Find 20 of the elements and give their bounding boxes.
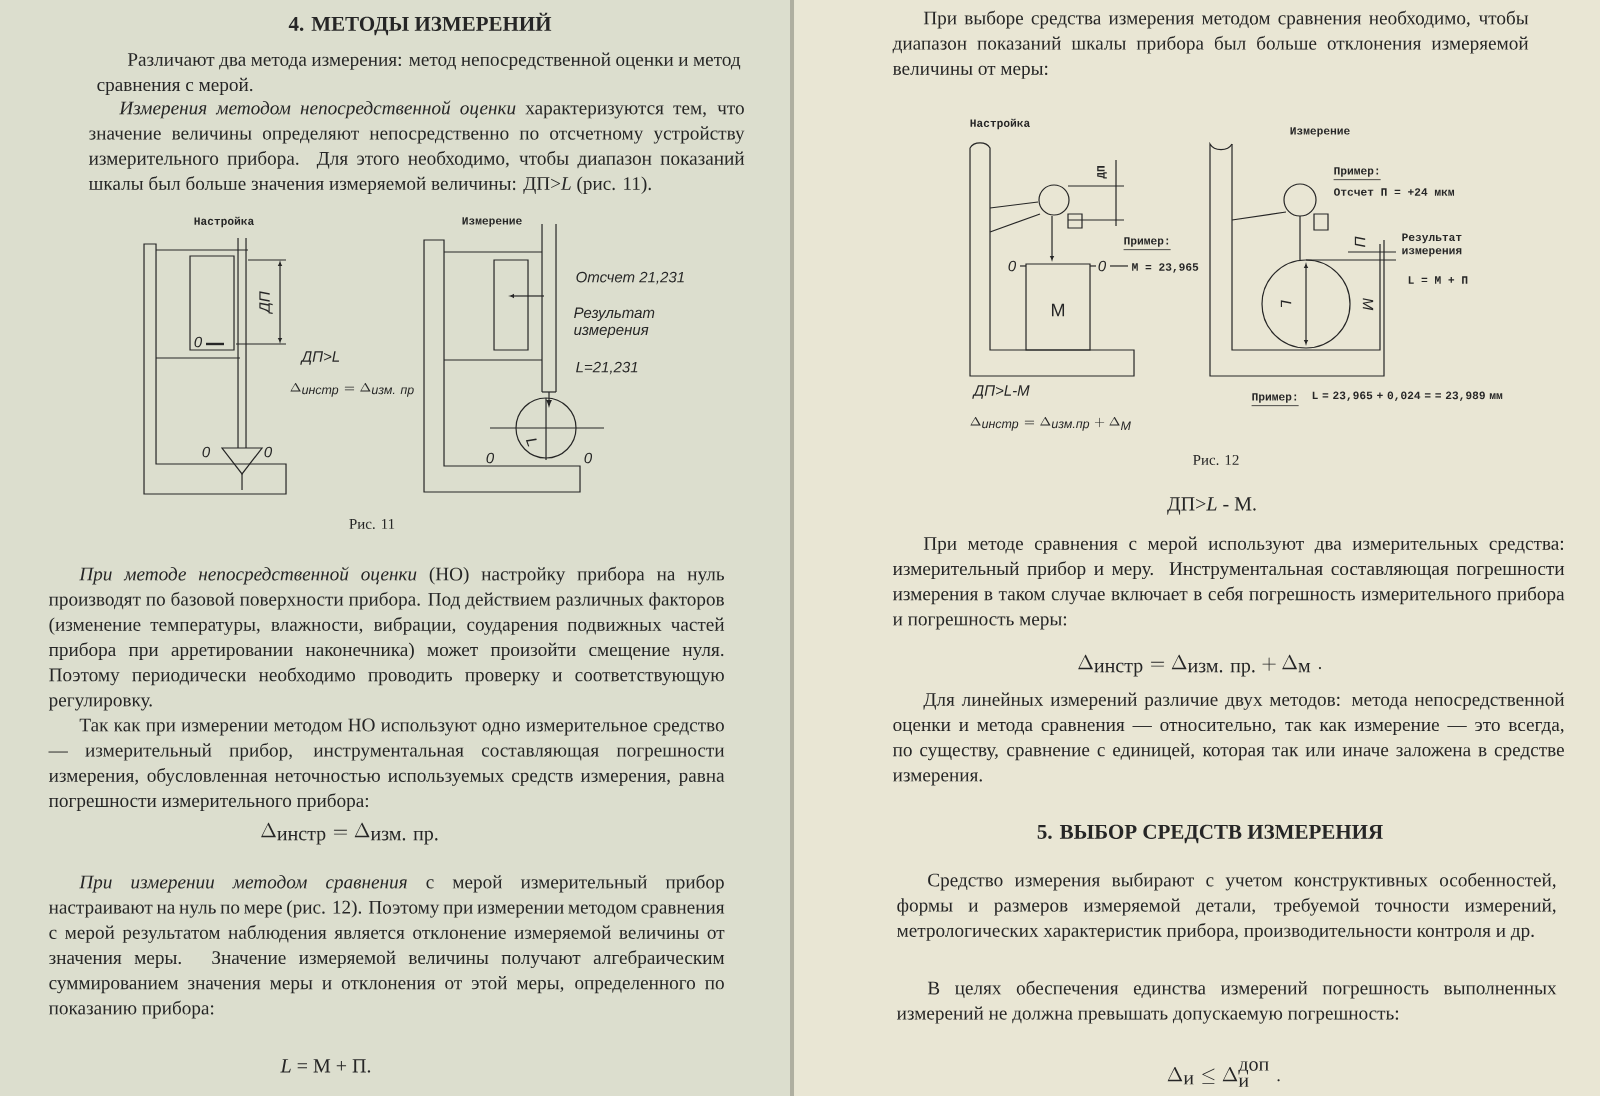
drawing-label: М — [1052, 303, 1065, 317]
paragraph: Для линейных измерений различие двух методов: метода непосредственной оценки и метода сравнения — относительно, так как измерение — это всегда, по существу, сравнение с единицей, которая так или иначе заложена в средстве измерения. — [892, 692, 1565, 786]
section-heading: 5. ВЫБОР СРЕДСТВ ИЗМЕРЕНИЯ — [1037, 824, 1383, 844]
formula-text: $\Delta_{\mbox{инстр}} = \Delta_{\mbox{изм. пр.}}$ — [261, 822, 438, 845]
paragraph: Различают два метода измерения: метод непосредственной оценки и метод сравнения с мерой. — [97, 52, 741, 95]
formula-text: $\Delta_{\mbox{инстр}} = \Delta_{\mbox{изм. пр.}} + \Delta_{\mbox{м}}\;.$ — [1078, 654, 1321, 677]
formula-text: L = М + П. — [280, 1059, 371, 1073]
paragraph: Так как при измерении методом НО используют одно измерительное средство — измерительный прибор, инструментальная составляющая погрешности измерения, обусловленная неточностью используемых средств измерения, равна погрешности измерительного прибора: — [48, 718, 725, 811]
formula-text: $\Delta_{\mbox{и}} \leq \Delta_{\mbox{и}}^{\mbox{доп}}\;.$ — [1167, 1061, 1280, 1087]
formula-text: ДП>L - М. — [1167, 497, 1256, 515]
drawing-label: $\Delta_{\mbox{инстр}}=\Delta_{\mbox{изм. пр}}$ — [290, 382, 414, 397]
paragraph: В целях обеспечения единства измерений погрешность выполненных измерений не должна превышать допускаемую погрешность: — [896, 980, 1557, 1024]
paragraph: При измерении методом сравнения с мерой измерительный прибор настраивают на нуль по мере (рис. 12). Поэтому при измерении методом сравнения с мерой результатом наблюдения является отклонение измеряемой величины от значения меры. Значение измеряемой величины получают алгебраическим суммированием значения меры и отклонения от этой меры, определенного по показанию прибора: — [48, 874, 725, 1019]
paragraph: При выборе средства измерения методом сравнения необходимо, чтобы диапазон показаний шкалы прибора был больше отклонения измеряемой величины от меры: — [892, 10, 1529, 79]
paragraph: Средство измерения выбирают с учетом конструктивных особенностей, формы и размеров измеряемой детали, требуемой точности измерений, метрологических характеристик прибора, производительности контроля и др. — [897, 872, 1556, 941]
paragraph: Измерения методом непосредственной оценки характеризуются тем, что значение величины определяют непосредственно по отсчетному устройству измерительного прибора. Для этого необходимо, чтобы диапазон показаний шкалы был больше значения измеряемой величины: ДП>L (рис. 11). — [88, 100, 745, 194]
paragraph: При методе сравнения с мерой используют два измерительных средства: измерительный прибор и меру. Инструментальная составляющая погрешности измерения в таком случае включает в себя погрешность измерительного прибора и погрешность меры: — [892, 536, 1565, 630]
section-heading: 4. МЕТОДЫ ИЗМЕРЕНИЙ — [288, 12, 552, 36]
drawing-label: $\Delta_{\mbox{инстр}}=\Delta_{\mbox{изм.пр}}+\Delta_{\mbox{М}}$ — [970, 416, 1131, 431]
paragraph: При методе непосредственной оценки (НО) настройку прибора на нуль производят по базовой поверхности прибора. Под действием различных факторов (изменение температуры, влажности, вибрации, соударения подвижных частей прибора при арретировании наконечника) может произойти смещение нуля. Поэтому периодически необходимо проводить проверку и соответствующую регулировку. — [48, 566, 725, 711]
